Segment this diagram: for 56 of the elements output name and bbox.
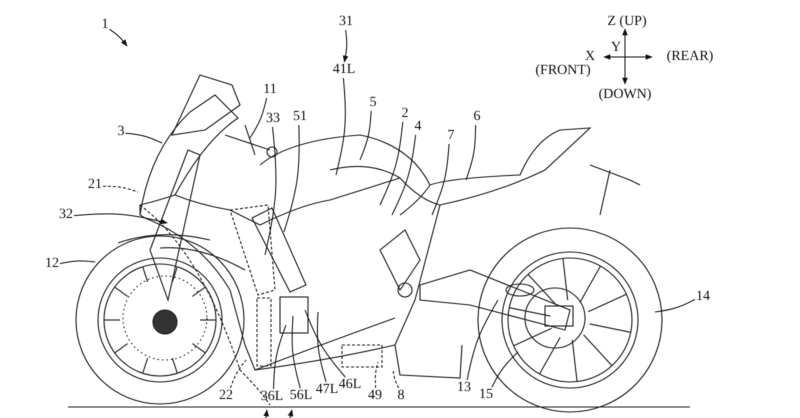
leader-line [491, 352, 518, 388]
callout-number: 1 [102, 18, 108, 32]
arrow [342, 30, 348, 63]
callout-number: 49 [368, 389, 382, 403]
axis-label: X [584, 50, 596, 64]
leader-line [316, 312, 327, 382]
leader-line [250, 98, 268, 138]
callout-number: 21 [88, 178, 102, 192]
callout-number: 8 [398, 389, 404, 403]
callout-number: 56L [290, 389, 312, 403]
callout-number: 7 [448, 129, 454, 143]
leader-line [654, 299, 696, 312]
callout-number: 5 [370, 96, 376, 110]
leader-line [392, 134, 416, 216]
leader-line [273, 324, 286, 390]
arrow [109, 28, 128, 47]
leader-line [380, 122, 404, 206]
leader-line [264, 126, 276, 256]
leader-line [292, 316, 301, 388]
callout-number: 32 [59, 208, 73, 222]
leader-line [392, 368, 400, 388]
callout-number: 2 [402, 107, 408, 121]
leader-line [432, 144, 450, 216]
callout-number: 13 [457, 381, 471, 395]
callout-number: 3 [118, 125, 124, 139]
leader-line [374, 362, 378, 388]
callout-number: 12 [45, 257, 59, 271]
callout-number: 6 [474, 110, 480, 124]
leader-line [466, 300, 498, 380]
leader-line [466, 124, 476, 180]
callout-number: 33 [266, 112, 280, 126]
leader-line [125, 132, 162, 144]
axis-label: (DOWN) [598, 88, 652, 102]
axis-label: Y [610, 41, 622, 55]
axis-label: (FRONT) [535, 64, 591, 78]
leader-line [284, 124, 300, 232]
callout-number: 31 [339, 15, 353, 29]
callout-number: 11 [263, 83, 277, 97]
leader-line [102, 186, 138, 192]
axis-label: Z (UP) [607, 15, 647, 29]
callout-number: 4 [414, 120, 422, 134]
callout-number: 41L [332, 63, 356, 77]
axis-label: (REAR) [666, 50, 714, 64]
callout-number: 14 [696, 290, 710, 304]
callout-number: 46L [338, 378, 362, 392]
leader-line [304, 310, 346, 378]
callout-number: 47L [316, 383, 338, 397]
callout-number: 22 [219, 389, 233, 403]
arrow [74, 213, 168, 224]
callout-number: 15 [479, 388, 493, 402]
leader-line [336, 78, 346, 176]
callout-number: 51 [293, 110, 307, 124]
leader-line [230, 360, 246, 388]
callout-number: 36L [260, 390, 284, 404]
leader-line [60, 260, 96, 264]
leader-line [360, 110, 372, 160]
